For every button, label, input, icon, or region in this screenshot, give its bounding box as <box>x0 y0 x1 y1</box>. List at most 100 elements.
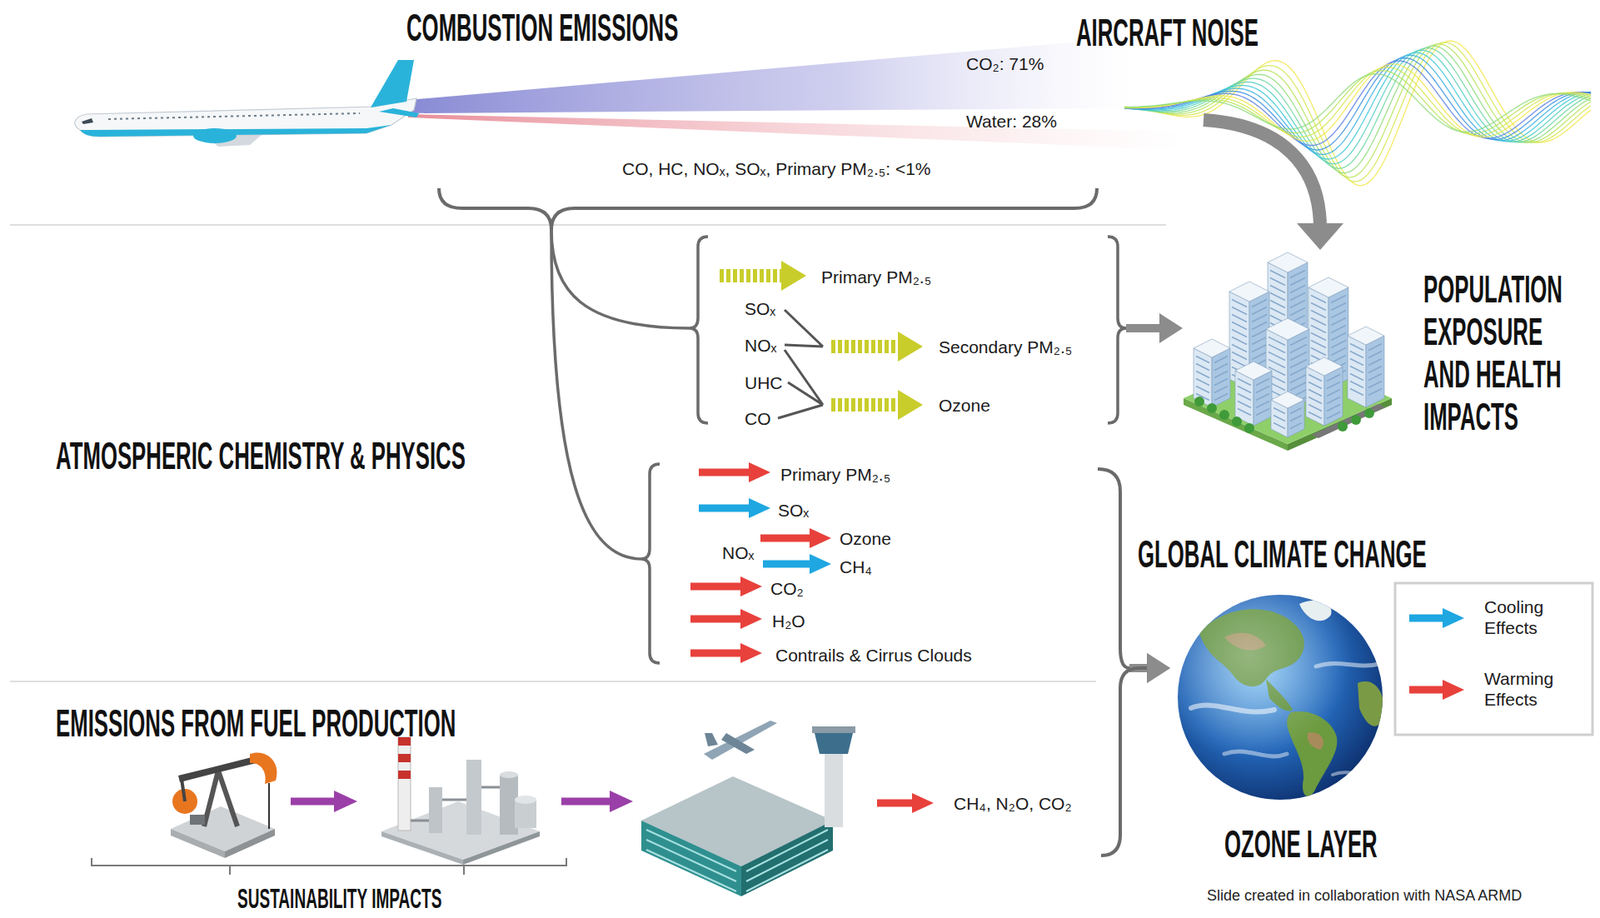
legend-box <box>1395 583 1593 735</box>
bracket <box>1107 236 1127 424</box>
connector-arrow <box>1101 667 1149 856</box>
refinery <box>466 759 482 835</box>
city-icon <box>1244 423 1255 434</box>
emissions-group: COMBUSTION EMISSIONSCO₂: 71%Water: 28%CO… <box>71 4 1072 230</box>
share-label: CO, HC, NOₓ, SOₓ, Primary PM₂.₅: <1% <box>622 158 932 180</box>
effect-arrow <box>912 792 934 813</box>
pollutant-label: Primary PM₂.₅ <box>821 266 932 288</box>
earth-globe <box>1177 594 1383 800</box>
connector-arrow <box>1126 313 1183 344</box>
city-icon <box>1305 357 1343 376</box>
noise-wave <box>1124 40 1591 186</box>
oil-pump <box>181 778 185 802</box>
noise-wave <box>1124 74 1591 133</box>
airport <box>641 720 856 897</box>
city-icon <box>1350 343 1382 396</box>
aircraft <box>74 98 417 137</box>
bracket <box>641 463 660 663</box>
city-icon <box>1206 403 1217 414</box>
legend-swatch <box>1409 679 1465 700</box>
noise-wave <box>1124 44 1591 178</box>
legend-label: Cooling Effects <box>1484 596 1585 639</box>
city-icon <box>1267 252 1308 273</box>
oil-pump <box>268 782 270 829</box>
impact-heading: POPULATION EXPOSURE AND HEALTH IMPACTS <box>1423 268 1568 439</box>
effect-arrow <box>609 790 634 813</box>
refinery <box>398 753 411 763</box>
airport <box>741 820 833 897</box>
climate-forcing-group: Primary PM₂.₅SOₓOzoneNOₓCH₄CO₂H₂OContrai… <box>641 458 1130 671</box>
city-icon <box>1229 281 1270 302</box>
legend-swatch <box>1407 677 1466 702</box>
aircraft <box>108 113 360 120</box>
connector-arrow <box>1159 313 1183 344</box>
refinery <box>514 799 537 828</box>
airport <box>641 820 742 897</box>
noise-wave <box>1124 52 1591 160</box>
bracket <box>91 188 1130 875</box>
bracket <box>438 188 1097 230</box>
connector-arrow <box>1203 119 1344 250</box>
refinery <box>381 831 464 865</box>
city-icon <box>1271 391 1305 409</box>
noise-wave <box>1124 49 1591 165</box>
section-heading: EMISSIONS FROM FUEL PRODUCTION <box>55 702 456 745</box>
legend-swatch <box>1407 606 1466 630</box>
population-impact: POPULATION EXPOSURE AND HEALTH IMPACTS <box>1182 249 1573 450</box>
airport <box>812 726 856 733</box>
aircraft <box>81 118 94 125</box>
emission-label: CH₄, N₂O, CO₂ <box>953 792 1072 814</box>
aircraft <box>193 128 237 144</box>
city-icon <box>1350 414 1361 425</box>
effect-arrow <box>698 504 750 513</box>
effect-arrow <box>290 797 335 806</box>
forcing-label: Contrails & Cirrus Clouds <box>775 644 972 666</box>
noise-wave <box>1124 64 1591 142</box>
effect-arrow <box>897 331 923 362</box>
impact-heading: GLOBAL CLIMATE CHANGE <box>1137 533 1427 576</box>
oil-pump <box>224 828 275 858</box>
effect-arrow <box>719 269 782 283</box>
airport <box>814 732 853 754</box>
pollutant-label: UHC <box>744 372 783 394</box>
noise-wave <box>1124 58 1591 151</box>
section-separator <box>9 224 1167 682</box>
connector-arrow <box>1126 323 1162 333</box>
connector-arrow <box>1296 223 1344 250</box>
refinery <box>428 787 443 833</box>
pollutant-label: NOₓ <box>744 334 777 356</box>
exhaust-plume <box>408 37 1183 150</box>
connector-arrow <box>551 229 690 329</box>
forcing-label: SOₓ <box>777 499 809 521</box>
section-heading: AIRCRAFT NOISE <box>1076 11 1259 55</box>
refinery <box>410 787 500 821</box>
noise-wave <box>1124 60 1591 145</box>
section-separator <box>9 224 1167 226</box>
effect-arrow <box>897 389 923 420</box>
airport <box>704 732 718 747</box>
forcing-label: NOₓ <box>722 542 754 564</box>
effect-arrow <box>877 799 913 808</box>
earth-globe <box>1177 594 1383 800</box>
connector-arrow <box>1146 652 1171 683</box>
section-heading: ATMOSPHERIC CHEMISTRY & PHYSICS <box>55 434 466 478</box>
effect-arrow <box>698 468 750 477</box>
connector-arrow <box>551 229 642 559</box>
oil-pump <box>170 752 278 858</box>
oil-pump <box>249 752 278 784</box>
city-icon <box>1266 318 1310 340</box>
city-icon <box>1308 277 1349 298</box>
forcing-label: CH₄ <box>839 556 873 578</box>
effect-arrow <box>809 553 832 574</box>
refinery <box>463 831 540 865</box>
airport <box>824 753 843 828</box>
forcing-label: CO₂ <box>770 578 804 599</box>
forcing-label: Primary PM₂.₅ <box>780 463 891 485</box>
effect-arrow <box>762 560 811 569</box>
climate-impact: GLOBAL CLIMATE CHANGEOZONE LAYER <box>1170 583 1391 817</box>
bracket-label: SUSTAINABILITY IMPACTS <box>237 882 442 913</box>
earth-globe <box>1177 594 1385 800</box>
refinery <box>514 795 537 804</box>
noise-wave <box>1124 45 1591 174</box>
oil-pump <box>218 770 238 827</box>
